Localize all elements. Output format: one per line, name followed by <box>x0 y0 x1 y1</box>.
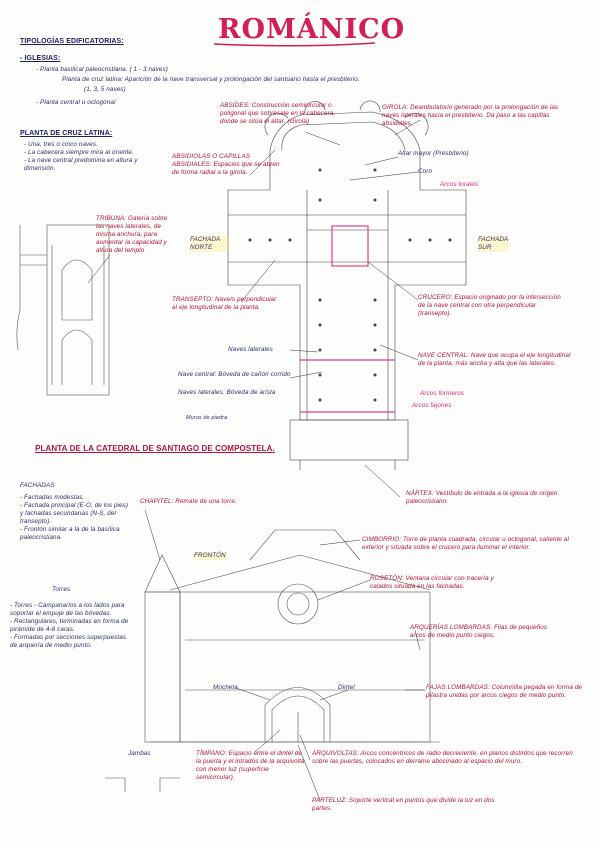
nartex-note: NÁRTEX: Vestíbulo de entrada a la iglesi… <box>406 490 574 506</box>
crucero-note: CRUCERO: Espacio originado por la inters… <box>418 294 568 318</box>
santiago-heading: PLANTA DE LA CATEDRAL DE SANTIAGO DE COM… <box>30 445 280 453</box>
naves-laterales-boveda: Naves laterales: Bóveda de arista <box>178 389 288 397</box>
typology-latin-cross-naves: (1, 3, 5 naves) <box>84 86 126 94</box>
transepto-note: TRANSEPTO: Nave/s perpendicular al eje l… <box>172 296 280 312</box>
arcos-formeros-label: Arcos formeros <box>420 390 464 398</box>
chapitel-note: CHAPITEL: Remate de una torre. <box>140 498 240 506</box>
nave-central-note: NAVE CENTRAL: Nave que ocupa el eje long… <box>418 352 578 368</box>
iglesias-subheading: - IGLESIAS: <box>20 55 60 63</box>
timpano-note: TÍMPANO: Espacio entre el dintel de la p… <box>196 750 306 782</box>
page-title: ROMÁNICO <box>218 14 405 45</box>
nave-central-boveda: Nave central: Bóveda de cañón corrido <box>178 371 296 379</box>
fachadas-heading: FACHADAS <box>20 482 55 490</box>
typology-central: - Planta central u octogonal <box>36 99 115 107</box>
muros-label: Muros de piedra <box>186 414 227 422</box>
crossing-highlight <box>300 226 395 412</box>
parteluz-note: PARTELUZ: Soporte vertical en puntos que… <box>312 797 512 813</box>
arquerias-note: ARQUERÍAS LOMBARDAS: Filas de pequeños a… <box>410 624 550 640</box>
fachada-norte-label: FACHADA NORTE <box>190 236 228 252</box>
jambas-label: Jambas <box>128 750 151 758</box>
cimborrio-note: CIMBORRIO: Torre de planta cuadrada, cir… <box>362 536 582 552</box>
typology-basilical: - Planta basilical paleocristiana. ( 1 -… <box>36 66 336 74</box>
dintel-label: Dintel <box>338 684 355 692</box>
arcos-torales-label: Arcos torales <box>440 181 478 189</box>
fronton-label: FRONTÓN <box>194 552 226 560</box>
torres-label: Torres <box>52 586 70 594</box>
torres-text: - Torres - Campanarios a los lados para … <box>10 602 132 650</box>
latin-cross-items: - Una, tres o cinco naves. - La cabecera… <box>24 141 159 173</box>
absides-note: ABSIDES: Construcción semicircular o pol… <box>220 102 338 126</box>
arcos-fajones-label: Arcos fajones <box>412 402 451 410</box>
tribuna-note: TRIBUNA: Galería sobre las naves lateral… <box>96 215 176 255</box>
altar-mayor-label: Altar mayor (Presbiterio) <box>398 150 469 158</box>
fajas-note: FAJAS LOMBARDAS: Columnilla pegada en fo… <box>426 684 586 700</box>
typology-latin-cross: Planta de cruz latina: Aparición de la n… <box>62 76 532 84</box>
absidiolas-note: ABSIDIOLAS O CAPILLAS ABSIDIALES: Espaci… <box>172 153 280 177</box>
fachadas-items: - Fachadas modestas. - Fachada principal… <box>20 494 132 542</box>
naves-laterales-label: Naves laterales <box>228 346 273 354</box>
coro-label: Coro <box>418 168 432 176</box>
arquivoltas-note: ARQUIVOLTAS: Arcos concéntricos de radio… <box>312 750 582 766</box>
fachada-sur-label: FACHADA SUR <box>478 236 508 252</box>
latin-cross-heading: PLANTA DE CRUZ LATINA: <box>20 130 112 138</box>
girola-note: GIROLA: Deambulatorio generado por la pr… <box>382 104 567 128</box>
typologies-heading: TIPOLOGÍAS EDIFICATORIAS: <box>20 38 124 46</box>
mocheta-label: Mocheta <box>213 684 238 692</box>
roseton-note: ROSETÓN: Ventana circular con tracería y… <box>370 575 500 591</box>
